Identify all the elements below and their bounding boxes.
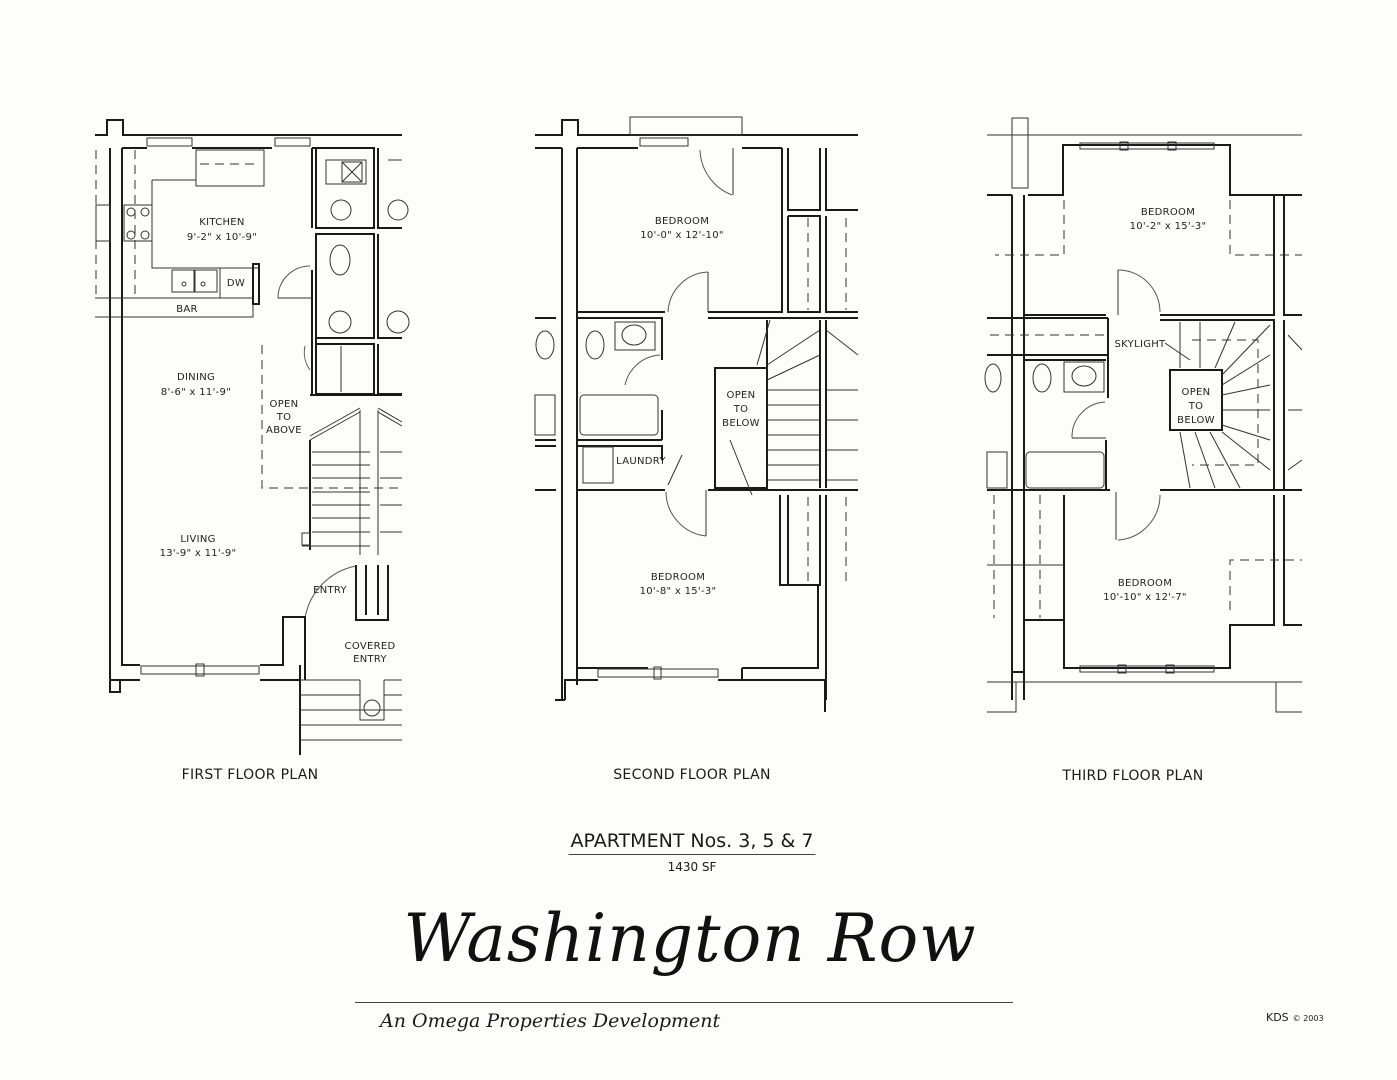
drafter-credit: KDS© 2003	[1266, 1011, 1324, 1024]
project-name: Washington Row	[403, 900, 977, 977]
title-divider	[355, 1002, 1013, 1003]
first-floor-plan-title: FIRST FLOOR PLAN	[181, 767, 319, 783]
square-footage: 1430 SF	[667, 860, 717, 874]
open-to-below-label-3: BELOW	[722, 418, 760, 429]
third-floor-plan: BEDROOM 10'-2" x 15'-3" SKYLIGHT OPEN TO…	[984, 117, 1303, 713]
covered-entry-label-2: ENTRY	[353, 654, 387, 665]
developer-tagline: An Omega Properties Development	[380, 1010, 721, 1032]
kitchen-label: KITCHEN	[199, 217, 244, 228]
second-floor-plan-title: SECOND FLOOR PLAN	[613, 767, 771, 783]
dining-size: 8'-6" x 11'-9"	[161, 387, 231, 398]
open-to-above-label-2: TO	[276, 412, 292, 423]
first-floor-plan: DW BAR KITCHEN 9'-2" x 10'-9" OPEN TO	[95, 119, 410, 755]
apartment-title: APARTMENT Nos. 3, 5 & 7	[568, 830, 816, 855]
drafter-initials: KDS	[1266, 1011, 1289, 1024]
skylight-label: SKYLIGHT	[1115, 339, 1167, 350]
open-to-below-label-4: OPEN	[1182, 387, 1211, 398]
third-floor-plan-title: THIRD FLOOR PLAN	[1062, 768, 1204, 784]
open-to-below-label-5: TO	[1188, 401, 1204, 412]
bedroom-4-size: 10'-10" x 12'-7"	[1103, 592, 1187, 603]
bedroom-1-size: 10'-0" x 12'-10"	[640, 230, 724, 241]
dining-label: DINING	[177, 372, 215, 383]
kitchen-size: 9'-2" x 10'-9"	[187, 232, 257, 243]
bedroom-2-size: 10'-8" x 15'-3"	[640, 586, 717, 597]
bedroom-3-size: 10'-2" x 15'-3"	[1130, 221, 1207, 232]
laundry-label: LAUNDRY	[616, 456, 666, 467]
dishwasher-label: DW	[227, 278, 245, 289]
open-to-below-label-1: OPEN	[727, 390, 756, 401]
bedroom-1-label: BEDROOM	[655, 216, 709, 227]
covered-entry-label-1: COVERED	[345, 641, 396, 652]
copyright-year: © 2003	[1292, 1014, 1324, 1023]
bedroom-4-label: BEDROOM	[1118, 578, 1172, 589]
living-size: 13'-9" x 11'-9"	[160, 548, 237, 559]
second-floor-plan: BEDROOM 10'-0" x 12'-10" LAUNDRY OPEN TO…	[534, 116, 859, 712]
open-to-below-label-6: BELOW	[1177, 415, 1215, 426]
open-to-above-label-1: OPEN	[270, 399, 299, 410]
entry-label: ENTRY	[313, 585, 347, 596]
bar-label: BAR	[176, 304, 198, 315]
open-to-above-label-3: ABOVE	[266, 425, 302, 436]
open-to-below-label-2: TO	[733, 404, 749, 415]
bedroom-3-label: BEDROOM	[1141, 207, 1195, 218]
bedroom-2-label: BEDROOM	[651, 572, 705, 583]
living-label: LIVING	[180, 534, 215, 545]
